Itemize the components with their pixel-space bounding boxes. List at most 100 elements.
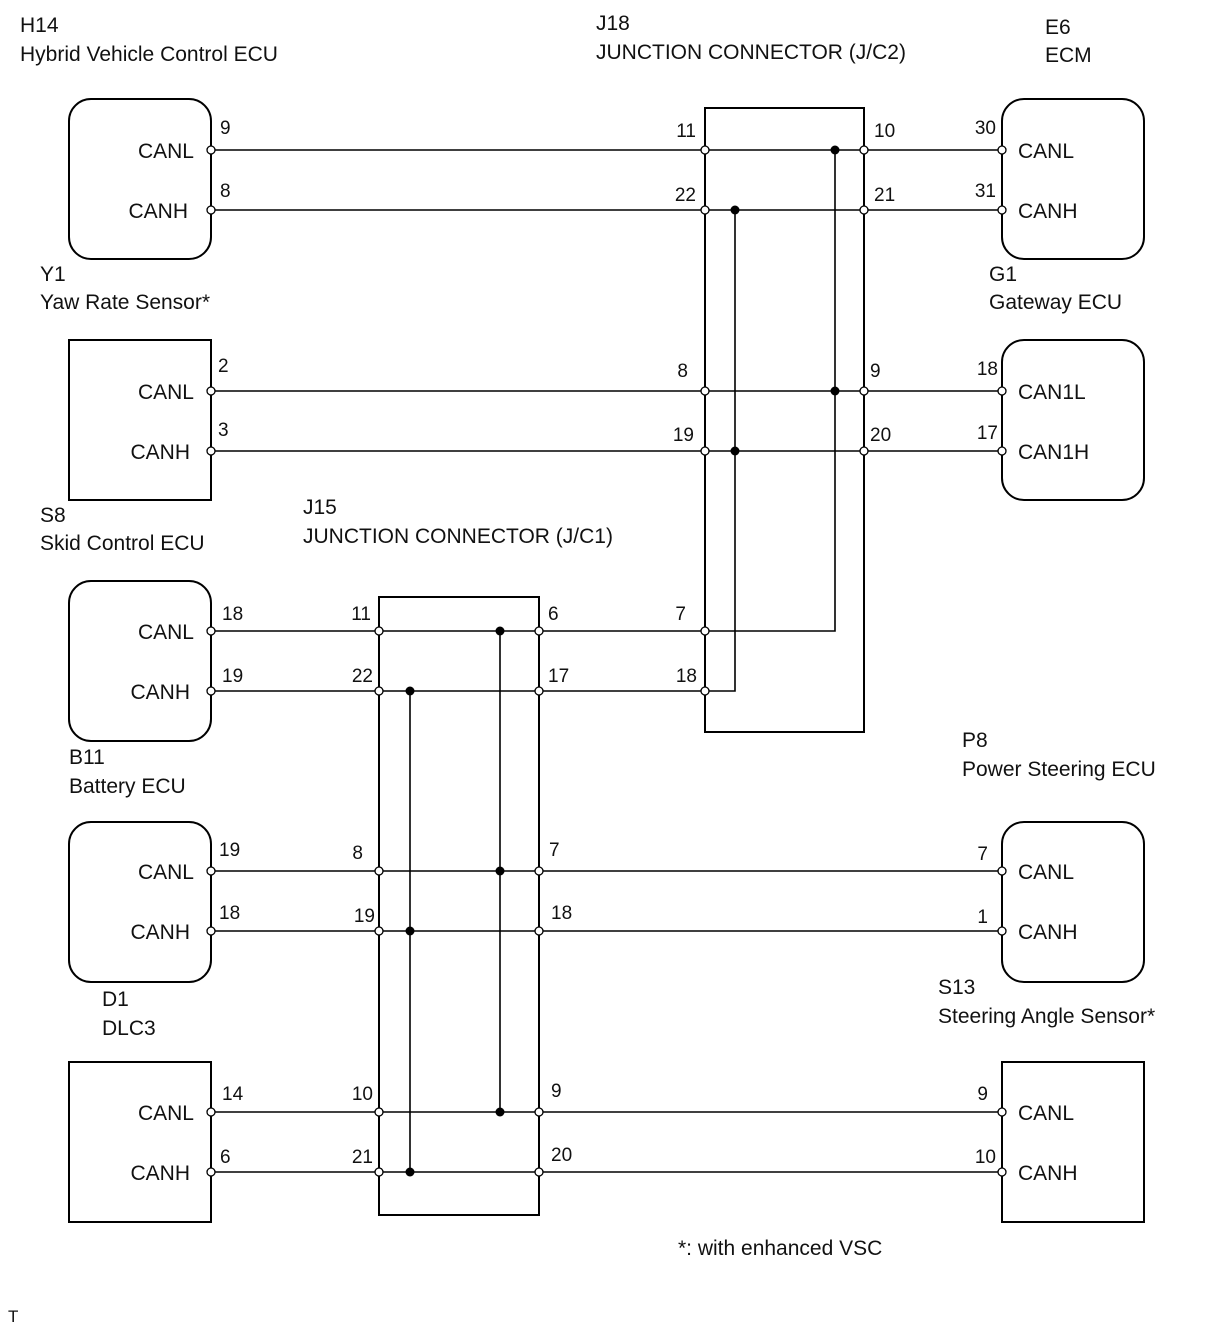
- footnote: *: with enhanced VSC: [678, 1237, 882, 1260]
- junction-dot: [830, 145, 840, 155]
- e6-id: E6: [1045, 16, 1071, 39]
- terminals: [206, 145, 1007, 1177]
- junction-dot: [405, 1167, 415, 1177]
- junction-dot: [495, 626, 505, 636]
- terminal: [997, 145, 1007, 155]
- pin-number: 10: [975, 1147, 996, 1168]
- terminal: [374, 626, 384, 636]
- junction-dot: [405, 926, 415, 936]
- signal-label: CANH: [130, 1162, 190, 1185]
- h14-ecu-box: [68, 98, 212, 260]
- pin-number: 2: [218, 356, 229, 377]
- junction-dot: [495, 866, 505, 876]
- terminal: [374, 1107, 384, 1117]
- j15-pin-number: 18: [551, 903, 572, 924]
- signal-label: CAN1L: [1018, 381, 1086, 404]
- bottom-left-ecu-box: [68, 1061, 212, 1223]
- j18-pin-number: 7: [675, 604, 686, 625]
- d1-ecu-box: [68, 821, 212, 983]
- e6-name: ECM: [1045, 44, 1092, 67]
- h14-id: H14: [20, 14, 59, 37]
- s8-name: Skid Control ECU: [40, 532, 205, 555]
- j15-pin-number: 11: [351, 604, 371, 625]
- terminal: [206, 1107, 216, 1117]
- pin-number: 19: [222, 666, 243, 687]
- j18-pin-number: 8: [677, 361, 688, 382]
- s8-id: S8: [40, 504, 66, 527]
- j18-canh-bus: [705, 210, 736, 692]
- j18-pin-number: 10: [874, 121, 895, 142]
- p8-id: P8: [962, 729, 988, 752]
- pin-number: 9: [977, 1084, 988, 1105]
- terminal: [374, 686, 384, 696]
- terminal: [374, 1167, 384, 1177]
- terminal: [700, 145, 710, 155]
- g1-name: Gateway ECU: [989, 291, 1122, 314]
- g1-id: G1: [989, 263, 1017, 286]
- j18-pin-number: 22: [675, 185, 696, 206]
- terminal: [997, 1167, 1007, 1177]
- terminal: [534, 866, 544, 876]
- j18-connector-body: [704, 107, 865, 733]
- j15-connector-body: [378, 596, 540, 1216]
- p8-name: Power Steering ECU: [962, 758, 1156, 781]
- pin-number: 3: [218, 420, 229, 441]
- signal-label: CANL: [138, 1102, 194, 1125]
- terminal: [534, 1107, 544, 1117]
- terminal: [859, 205, 869, 215]
- terminal: [997, 446, 1007, 456]
- terminal: [206, 686, 216, 696]
- junction-dot: [830, 386, 840, 396]
- j18-pin-number: 11: [676, 121, 696, 142]
- j15-pin-number: 7: [549, 840, 560, 861]
- j18-pin-number: 21: [874, 185, 895, 206]
- j18-name: JUNCTION CONNECTOR (J/C2): [596, 41, 906, 64]
- d1-name: DLC3: [102, 1017, 156, 1040]
- junction-dot: [405, 686, 415, 696]
- pin-number: 18: [222, 604, 243, 625]
- j18-pin-number: 19: [673, 425, 694, 446]
- j15-pin-number: 22: [352, 666, 373, 687]
- pin-number: 31: [975, 181, 996, 202]
- h14-name: Hybrid Vehicle Control ECU: [20, 43, 278, 66]
- terminal: [206, 1167, 216, 1177]
- pin-number: 9: [220, 118, 231, 139]
- j15-pin-number: 19: [354, 906, 375, 927]
- d1-id: D1: [102, 988, 129, 1011]
- signal-label: CAN1H: [1018, 441, 1089, 464]
- j18-pin-number: 18: [676, 666, 697, 687]
- terminal: [997, 205, 1007, 215]
- pin-number: 6: [220, 1147, 231, 1168]
- s13-id: S13: [938, 976, 975, 999]
- terminal: [534, 1167, 544, 1177]
- j15-pin-number: 21: [352, 1147, 373, 1168]
- signal-label: CANH: [1018, 1162, 1078, 1185]
- signal-label: CANL: [1018, 140, 1074, 163]
- terminal: [206, 866, 216, 876]
- signal-label: CANL: [138, 621, 194, 644]
- signal-label: CANH: [130, 441, 190, 464]
- terminal: [534, 686, 544, 696]
- signal-label: CANH: [128, 200, 188, 223]
- s13-name: Steering Angle Sensor*: [938, 1005, 1155, 1028]
- pin-number: 19: [219, 840, 240, 861]
- b11-ecu-box: [68, 580, 212, 742]
- pin-number: 18: [219, 903, 240, 924]
- signal-label: CANH: [1018, 200, 1078, 223]
- terminal: [859, 386, 869, 396]
- terminal: [374, 926, 384, 936]
- signal-label: CANL: [1018, 861, 1074, 884]
- terminal: [534, 926, 544, 936]
- j18-id: J18: [596, 12, 630, 35]
- terminal: [859, 446, 869, 456]
- y1-name: Yaw Rate Sensor*: [40, 291, 210, 314]
- j15-pin-number: 17: [548, 666, 569, 687]
- j18-canl-bus: [705, 150, 836, 632]
- signal-label: CANL: [138, 140, 194, 163]
- terminal: [997, 866, 1007, 876]
- j15-pin-number: 6: [548, 604, 559, 625]
- j15-name: JUNCTION CONNECTOR (J/C1): [303, 525, 613, 548]
- terminal: [374, 866, 384, 876]
